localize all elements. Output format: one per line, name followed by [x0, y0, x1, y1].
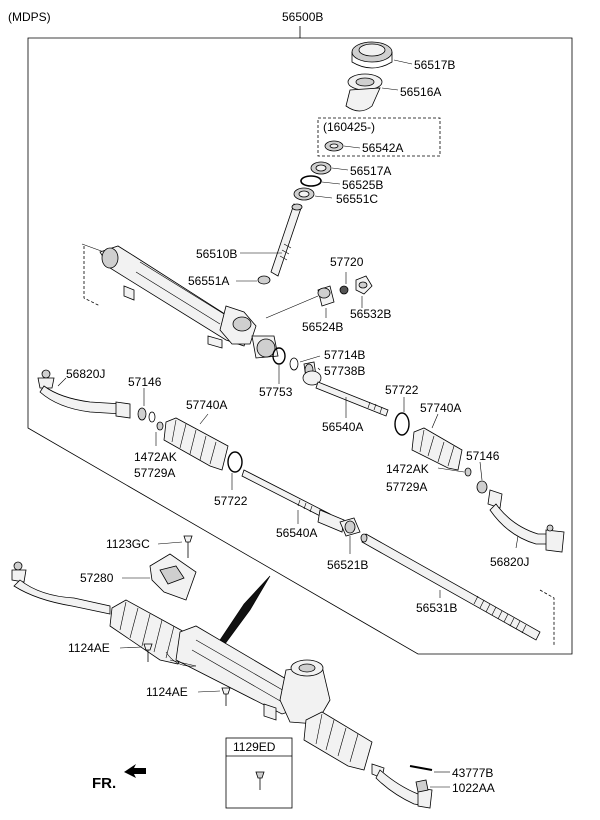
pinion-shaft-56510B	[270, 203, 303, 277]
inner-tie-rod-lower	[241, 469, 345, 533]
label-56517B: 56517B	[414, 58, 455, 72]
rack-bar-56531B	[360, 533, 541, 641]
notice-date-label: (160425-)	[323, 120, 375, 134]
bolt-1124AE-upper	[143, 643, 153, 662]
notice-box: (160425-) 56542A	[317, 117, 441, 157]
label-1123GC: 1123GC	[106, 537, 150, 551]
label-57722-lower: 57722	[214, 494, 248, 508]
label-56524B: 56524B	[302, 320, 343, 334]
label-57729A-right: 57729A	[386, 480, 427, 494]
tie-rod-end-left	[37, 369, 131, 419]
label-56551A: 56551A	[188, 274, 229, 288]
ring-57753	[272, 347, 286, 365]
label-57280: 57280	[80, 571, 114, 585]
lower-boot-right	[303, 711, 373, 771]
label-56540A-lower: 56540A	[276, 526, 317, 540]
ring-57714B	[289, 357, 299, 371]
label-56517A: 56517A	[350, 164, 391, 178]
label-57738B: 57738B	[324, 364, 365, 378]
plug-56532B	[355, 275, 373, 295]
label-1129ED: 1129ED	[233, 740, 276, 754]
band-1472AK-left	[156, 421, 164, 431]
label-1472AK-left: 1472AK	[134, 450, 177, 464]
label-57146-left: 57146	[128, 375, 162, 389]
nut-57146-left	[137, 407, 147, 421]
label-43777B: 43777B	[452, 766, 493, 780]
label-1022AA: 1022AA	[452, 781, 495, 795]
bolt-1123GC	[183, 535, 193, 558]
label-1124AE-lower: 1124AE	[146, 685, 188, 699]
nut-57146-right	[476, 480, 488, 494]
clip-57729A-left	[148, 411, 156, 423]
lower-boot-left	[109, 599, 189, 665]
boot-57740A-left	[163, 417, 229, 471]
label-56551C: 56551C	[336, 192, 378, 206]
label-56531B: 56531B	[416, 601, 457, 615]
label-1472AK-right: 1472AK	[386, 462, 429, 476]
ring-57722-upper	[394, 412, 410, 436]
cotter-pin-43777B	[409, 765, 433, 771]
bearing-56551C	[293, 187, 315, 201]
fr-label: FR.	[92, 775, 116, 792]
mdps-note: (MDPS)	[8, 10, 51, 24]
label-56521B: 56521B	[327, 558, 368, 572]
boot-57740A-right	[411, 427, 463, 471]
label-56532B: 56532B	[350, 307, 391, 321]
label-56820J-left: 56820J	[66, 367, 105, 381]
label-56542A: 56542A	[362, 141, 403, 155]
assembly-frame	[27, 26, 573, 655]
label-56516A: 56516A	[400, 85, 441, 99]
label-56540A-upper: 56540A	[322, 420, 363, 434]
label-56510B: 56510B	[196, 247, 237, 261]
label-56820J-right: 56820J	[490, 555, 529, 569]
assembly-arrow	[215, 575, 271, 649]
lower-tie-rod-end-right	[371, 763, 433, 809]
seal-56517A	[310, 161, 332, 175]
lower-tie-rod-end-left	[11, 561, 111, 615]
label-57740A-right: 57740A	[420, 401, 461, 415]
upper-rack-housing	[81, 243, 279, 359]
front-direction-indicator: FR.	[92, 764, 146, 792]
label-57720: 57720	[330, 255, 364, 269]
label-57729A-left: 57729A	[134, 466, 175, 480]
boxed-part-1129ED: 1129ED	[225, 737, 293, 809]
tie-rod-end-right	[487, 489, 565, 553]
label-56525B: 56525B	[342, 178, 383, 192]
label-57753: 57753	[259, 385, 293, 399]
label-57740A-left: 57740A	[186, 398, 227, 412]
yoke-56524B	[317, 285, 335, 307]
label-57722-upper: 57722	[385, 383, 419, 397]
nut-56521B	[339, 517, 361, 537]
bolt-1124AE-lower	[221, 687, 231, 706]
snap-ring-56525B	[300, 175, 322, 187]
nut-1022AA	[415, 779, 429, 793]
assembly-number-label: 56500B	[282, 10, 323, 24]
inner-tie-rod-upper	[302, 370, 389, 417]
dust-cap-56517B	[351, 41, 393, 69]
band-1472AK-right	[464, 467, 472, 477]
lower-rack-housing	[165, 625, 331, 725]
boot-56516A	[345, 73, 383, 112]
label-1124AE-upper: 1124AE	[68, 641, 110, 655]
label-57146-right: 57146	[466, 449, 500, 463]
bearing-56551A	[257, 275, 271, 285]
spring-57720	[339, 285, 349, 295]
bracket-57280	[149, 553, 197, 601]
ring-57722-lower	[227, 451, 243, 473]
label-57714B: 57714B	[324, 348, 365, 362]
